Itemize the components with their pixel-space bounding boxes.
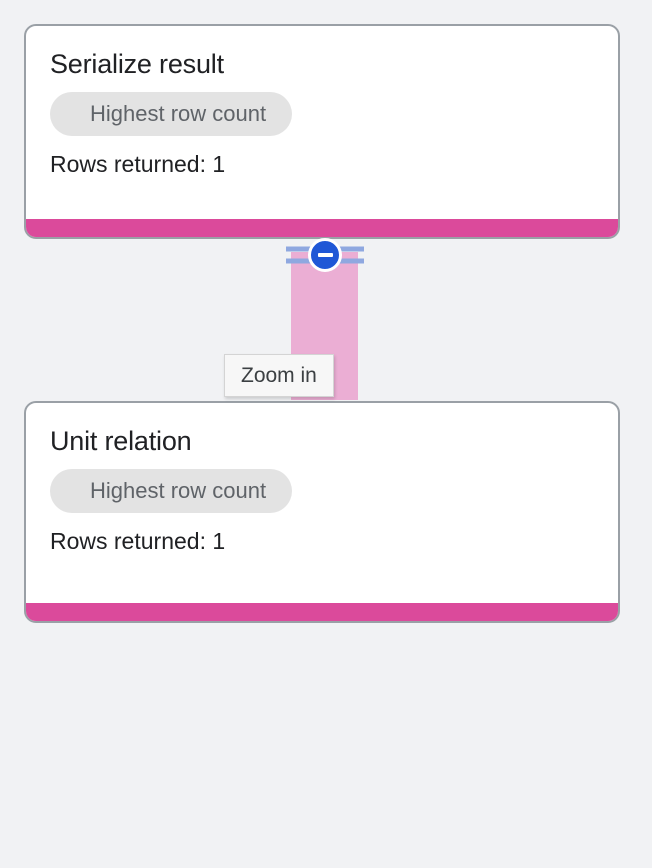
node-card-unit-relation[interactable]: Unit relation Highest row count Rows ret…: [24, 401, 620, 623]
node-accent-bar: [26, 603, 618, 621]
zoom-control: [286, 238, 364, 272]
node-rows-returned: Rows returned: 1: [50, 151, 226, 177]
zoom-in-button[interactable]: [308, 238, 342, 272]
zoom-in-tooltip: Zoom in: [224, 354, 334, 397]
node-title: Unit relation: [50, 426, 192, 456]
node-rows-returned: Rows returned: 1: [50, 528, 226, 554]
node-body: Serialize result Highest row count Rows …: [26, 26, 618, 219]
node-badge: Highest row count: [50, 92, 293, 136]
node-accent-bar: [26, 219, 618, 237]
node-body: Unit relation Highest row count Rows ret…: [26, 403, 618, 603]
rail-right-icon: [326, 246, 364, 264]
node-card-serialize-result[interactable]: Serialize result Highest row count Rows …: [24, 24, 620, 239]
rail-left-icon: [286, 246, 324, 264]
node-badge: Highest row count: [50, 469, 293, 513]
minus-icon: [317, 253, 333, 257]
node-title: Serialize result: [50, 49, 224, 79]
